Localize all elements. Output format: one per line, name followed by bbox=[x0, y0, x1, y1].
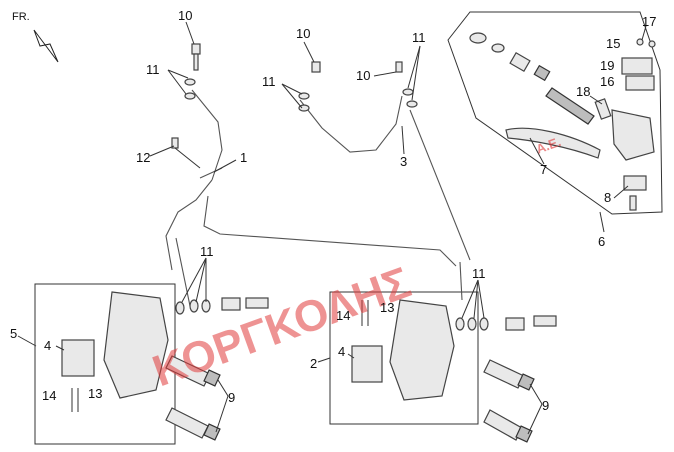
callout-18: 18 bbox=[576, 84, 590, 99]
banjo-bolt-front bbox=[184, 43, 201, 100]
callout-14: 14 bbox=[42, 388, 56, 403]
master-cylinder-body bbox=[611, 109, 655, 211]
callout-2: 2 bbox=[310, 356, 317, 371]
orientation-label: FR. bbox=[12, 11, 30, 23]
master-cylinder-internals bbox=[469, 32, 612, 125]
leader-lines bbox=[17, 21, 647, 435]
reservoir-cap bbox=[621, 38, 656, 91]
bleeder-bolt bbox=[171, 137, 201, 169]
callout-13: 13 bbox=[380, 300, 394, 315]
callout-9: 9 bbox=[542, 398, 549, 413]
banjo-bolt-upper bbox=[395, 61, 418, 108]
front-arrow-icon bbox=[33, 29, 59, 63]
master-cylinder-outline bbox=[447, 11, 663, 215]
brake-hose-routing bbox=[165, 89, 471, 307]
callout-11: 11 bbox=[262, 74, 276, 89]
callout-15: 15 bbox=[606, 36, 620, 51]
callout-10: 10 bbox=[296, 26, 310, 41]
banjo-bolt-mid bbox=[298, 61, 321, 112]
right-mount-bolts bbox=[483, 359, 535, 443]
callout-8: 8 bbox=[604, 190, 611, 205]
callout-4: 4 bbox=[338, 344, 345, 359]
callout-6: 6 bbox=[598, 234, 605, 249]
callout-4: 4 bbox=[44, 338, 51, 353]
right-banjo-assembly bbox=[455, 315, 557, 331]
callout-16: 16 bbox=[600, 74, 614, 89]
right-caliper bbox=[351, 299, 455, 401]
callout-7: 7 bbox=[540, 162, 547, 177]
brake-lever bbox=[505, 127, 601, 159]
callout-3: 3 bbox=[400, 154, 407, 169]
callout-1: 1 bbox=[240, 150, 247, 165]
callout-9: 9 bbox=[228, 390, 235, 405]
callout-14: 14 bbox=[336, 308, 350, 323]
callout-10: 10 bbox=[356, 68, 370, 83]
callout-10: 10 bbox=[178, 8, 192, 23]
callout-11: 11 bbox=[146, 62, 160, 77]
callout-11: 11 bbox=[472, 266, 486, 281]
callout-11: 11 bbox=[412, 30, 426, 45]
left-banjo-assembly bbox=[175, 297, 269, 315]
left-mount-bolts bbox=[165, 355, 221, 441]
callout-17: 17 bbox=[642, 14, 656, 29]
left-caliper bbox=[61, 291, 169, 412]
callout-19: 19 bbox=[600, 58, 614, 73]
callout-5: 5 bbox=[10, 326, 17, 341]
callout-13: 13 bbox=[88, 386, 102, 401]
callout-11: 11 bbox=[200, 244, 214, 259]
callout-12: 12 bbox=[136, 150, 150, 165]
